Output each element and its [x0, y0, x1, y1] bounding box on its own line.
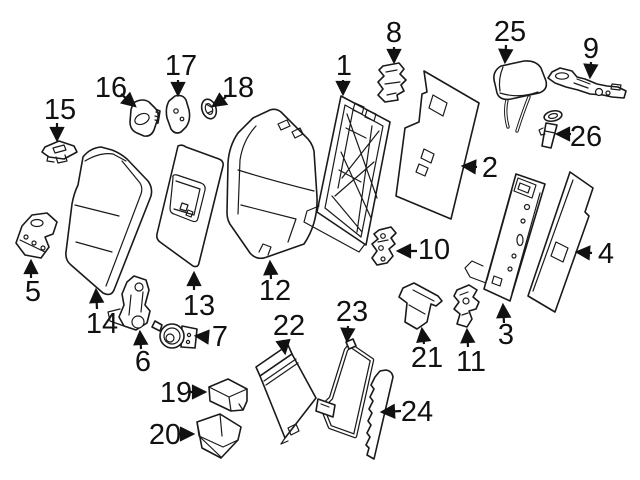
callout-13[interactable]: 13 [183, 270, 215, 322]
callout-number: 18 [222, 72, 254, 104]
callout-number: 24 [401, 396, 433, 428]
callout-number: 20 [149, 419, 181, 451]
callout-7[interactable]: 7 [193, 321, 228, 353]
part-18-small-cover [200, 98, 218, 120]
part-16-side-cover [129, 99, 161, 137]
callout-number: 5 [25, 276, 41, 308]
callout-arrow [88, 287, 105, 310]
callout-number: 13 [183, 290, 215, 322]
callout-5[interactable]: 5 [23, 258, 41, 308]
part-11-corner-bracket [453, 284, 480, 328]
part-26-headrest-guide-sleeve [538, 109, 563, 149]
callout-number: 19 [160, 377, 192, 409]
callout-number: 15 [44, 94, 76, 126]
callout-17[interactable]: 17 [165, 50, 197, 98]
callout-number: 16 [95, 72, 127, 104]
callout-2[interactable]: 2 [460, 152, 498, 184]
callout-number: 26 [570, 121, 602, 153]
callout-arrow [340, 325, 356, 344]
callout-12[interactable]: 12 [259, 259, 291, 307]
callout-arrow [193, 329, 210, 345]
callout-14[interactable]: 14 [86, 287, 118, 340]
callout-number: 7 [212, 321, 228, 353]
callout-23[interactable]: 23 [336, 296, 368, 344]
callout-number: 9 [583, 33, 599, 65]
callout-number: 4 [598, 238, 614, 270]
part-13-center-back-panel [156, 144, 224, 268]
part-3-side-frame-rail [464, 173, 546, 302]
part-19-armrest-tray [208, 378, 248, 412]
part-1-seat-back-frame [303, 95, 391, 253]
callout-arrow [460, 327, 476, 348]
callout-19[interactable]: 19 [160, 377, 208, 409]
part-7-lock-actuator [151, 320, 198, 349]
callout-arrow [211, 92, 229, 108]
callout-number: 2 [482, 152, 498, 184]
part-5-hinge-bracket [15, 212, 58, 259]
callout-number: 12 [259, 275, 291, 307]
part-23-armrest-frame [315, 338, 375, 439]
callout-22[interactable]: 22 [273, 310, 305, 356]
callout-number: 8 [386, 17, 402, 49]
part-12-right-seat-back-cushion [226, 108, 318, 260]
part-20-cupholder-lid [196, 413, 242, 459]
part-25-headrest [493, 60, 548, 133]
callout-arrow [583, 61, 599, 80]
callout-15[interactable]: 15 [44, 94, 76, 143]
callout-24[interactable]: 24 [379, 396, 433, 428]
callout-arrow [416, 326, 432, 345]
part-24-serrated-trim-strip [365, 369, 394, 460]
callout-21[interactable]: 21 [411, 326, 443, 374]
callout-number: 6 [135, 346, 151, 378]
callout-arrow [498, 44, 514, 65]
callout-9[interactable]: 9 [583, 33, 599, 80]
part-21-corner-cover [398, 282, 443, 330]
callout-number: 23 [336, 296, 368, 328]
callout-8[interactable]: 8 [386, 17, 402, 65]
callout-number: 22 [273, 310, 305, 342]
callout-11[interactable]: 11 [456, 327, 486, 378]
callout-10[interactable]: 10 [395, 234, 450, 266]
callout-arrow [275, 338, 291, 356]
callout-6[interactable]: 6 [133, 329, 151, 378]
part-10-lock-bracket [371, 226, 397, 266]
callout-number: 21 [411, 342, 443, 374]
callout-20[interactable]: 20 [149, 419, 196, 451]
part-9-latch-striker [547, 67, 627, 99]
part-8-mounting-bracket [377, 62, 407, 103]
part-4-side-trim-strip [527, 171, 594, 313]
part-14-left-seat-back-cushion [65, 146, 153, 296]
callout-number: 17 [165, 50, 197, 82]
part-6-center-pivot-bracket [107, 275, 151, 331]
callout-arrow [460, 159, 478, 175]
callout-number: 25 [494, 16, 526, 48]
part-15-clip-bracket [41, 140, 78, 164]
callout-26[interactable]: 26 [554, 121, 602, 153]
callout-arrow [263, 259, 279, 280]
callout-number: 1 [336, 50, 352, 82]
callout-arrow [379, 403, 402, 420]
callout-18[interactable]: 18 [211, 72, 254, 108]
callout-number: 3 [498, 319, 514, 351]
callout-number: 10 [418, 234, 450, 266]
callout-arrow [133, 329, 149, 350]
callout-number: 11 [456, 346, 486, 378]
callout-1[interactable]: 1 [335, 50, 352, 97]
callout-arrow [496, 302, 512, 324]
part-2-seat-back-panel [395, 70, 480, 220]
callout-4[interactable]: 4 [574, 238, 614, 270]
callout-25[interactable]: 25 [494, 16, 526, 65]
callout-arrow [120, 91, 137, 108]
callout-number: 14 [86, 308, 118, 340]
callout-3[interactable]: 3 [496, 302, 514, 351]
part-22-armrest-body [255, 344, 317, 445]
callout-arrow [574, 245, 593, 261]
callout-16[interactable]: 16 [95, 72, 137, 108]
part-17-oval-cover [165, 94, 191, 134]
